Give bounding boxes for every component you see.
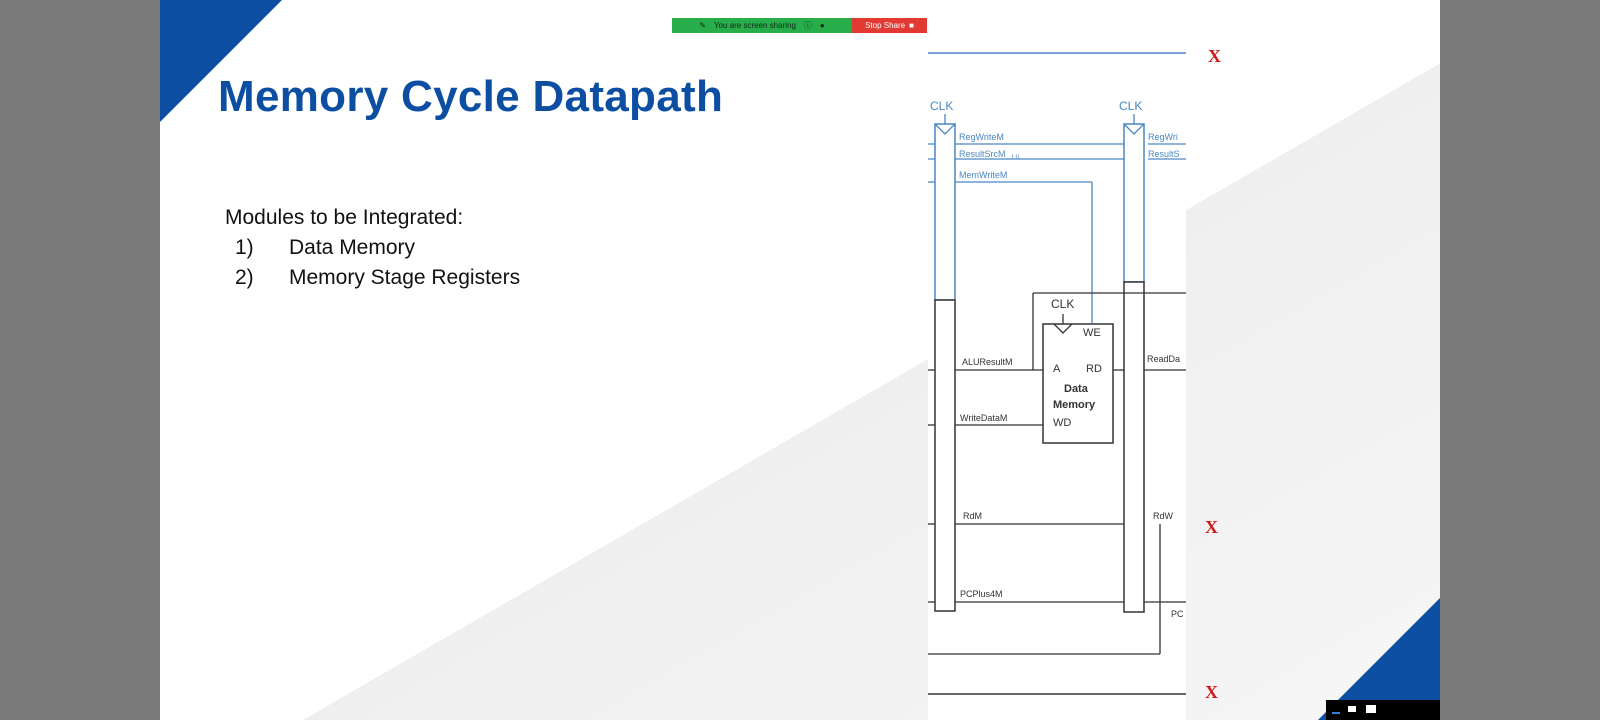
list-item-number: 1) <box>235 236 254 259</box>
list-item-text: Memory Stage Registers <box>289 266 521 289</box>
clk-label: CLK <box>1119 99 1142 113</box>
list-item: 1) Data Memory <box>225 236 520 260</box>
slide-title: Memory Cycle Datapath <box>218 72 724 121</box>
mem-clk-label: CLK <box>1051 297 1074 311</box>
screen-share-bar: ✎ You are screen sharing ⓘ ● Stop Share … <box>672 18 927 33</box>
regwrite-w-label: RegWri <box>1148 132 1178 142</box>
rd-w-label: RdW <box>1153 511 1174 521</box>
restore-icon[interactable] <box>1348 706 1356 712</box>
resultsrc-m-subscript: 1:0 <box>1011 155 1020 161</box>
x-mark-annotation: X <box>1205 517 1218 537</box>
x-mark-annotation: X <box>1205 682 1218 702</box>
modules-heading: Modules to be Integrated: <box>225 206 464 229</box>
x-mark-annotation: X <box>1208 46 1221 66</box>
stop-share-label: Stop Share <box>865 21 906 30</box>
shield-icon: ● <box>819 21 825 30</box>
share-status-text: You are screen sharing <box>713 21 796 30</box>
mem-title-line2: Memory <box>1053 399 1096 411</box>
slide-corner-decoration-bottom-right <box>1318 598 1440 720</box>
resultsrc-m-label: ResultSrcM <box>959 149 1006 159</box>
mem-wd-port: WD <box>1053 417 1071 429</box>
writedata-m-label: WriteDataM <box>960 413 1007 423</box>
pin-icon: ✎ <box>699 21 706 30</box>
info-icon: ⓘ <box>803 21 812 30</box>
list-item-number: 2) <box>235 266 254 289</box>
rd-m-label: RdM <box>963 511 982 521</box>
pcplus4-m-label: PCPlus4M <box>960 589 1003 599</box>
mem-rd-port: RD <box>1086 363 1102 375</box>
memory-datapath-diagram: CLK CLK RegWriteM ResultSrcM 1:0 MemWrit… <box>928 44 1186 720</box>
slide-body: Modules to be Integrated: 1) Data Memory… <box>225 206 520 296</box>
stop-share-button[interactable]: Stop Share ■ <box>852 18 927 33</box>
pc-w-label: PC <box>1171 609 1184 619</box>
memwrite-m-label: MemWriteM <box>959 170 1007 180</box>
resultsrc-w-label: ResultS <box>1148 149 1180 159</box>
mem-title-line1: Data <box>1064 383 1089 395</box>
mem-a-port: A <box>1053 363 1061 375</box>
list-item: 2) Memory Stage Registers <box>225 266 520 290</box>
list-item-text: Data Memory <box>289 236 416 259</box>
stop-icon: ■ <box>909 21 914 30</box>
video-controls-bar <box>1326 700 1440 720</box>
datapath-schematic: CLK CLK RegWriteM ResultSrcM 1:0 MemWrit… <box>928 52 1186 695</box>
maximize-icon[interactable] <box>1366 705 1376 713</box>
readdata-w-label: ReadDa <box>1147 354 1180 364</box>
minimize-icon[interactable] <box>1332 712 1340 714</box>
aluresult-m-label: ALUResultM <box>962 357 1013 367</box>
share-status[interactable]: ✎ You are screen sharing ⓘ ● <box>672 18 852 33</box>
slide: Memory Cycle Datapath Modules to be Inte… <box>160 0 1440 720</box>
slide-corner-decoration-top-left <box>160 0 282 122</box>
clk-label: CLK <box>930 99 953 113</box>
regwrite-m-label: RegWriteM <box>959 132 1004 142</box>
mem-we-port: WE <box>1083 327 1101 339</box>
